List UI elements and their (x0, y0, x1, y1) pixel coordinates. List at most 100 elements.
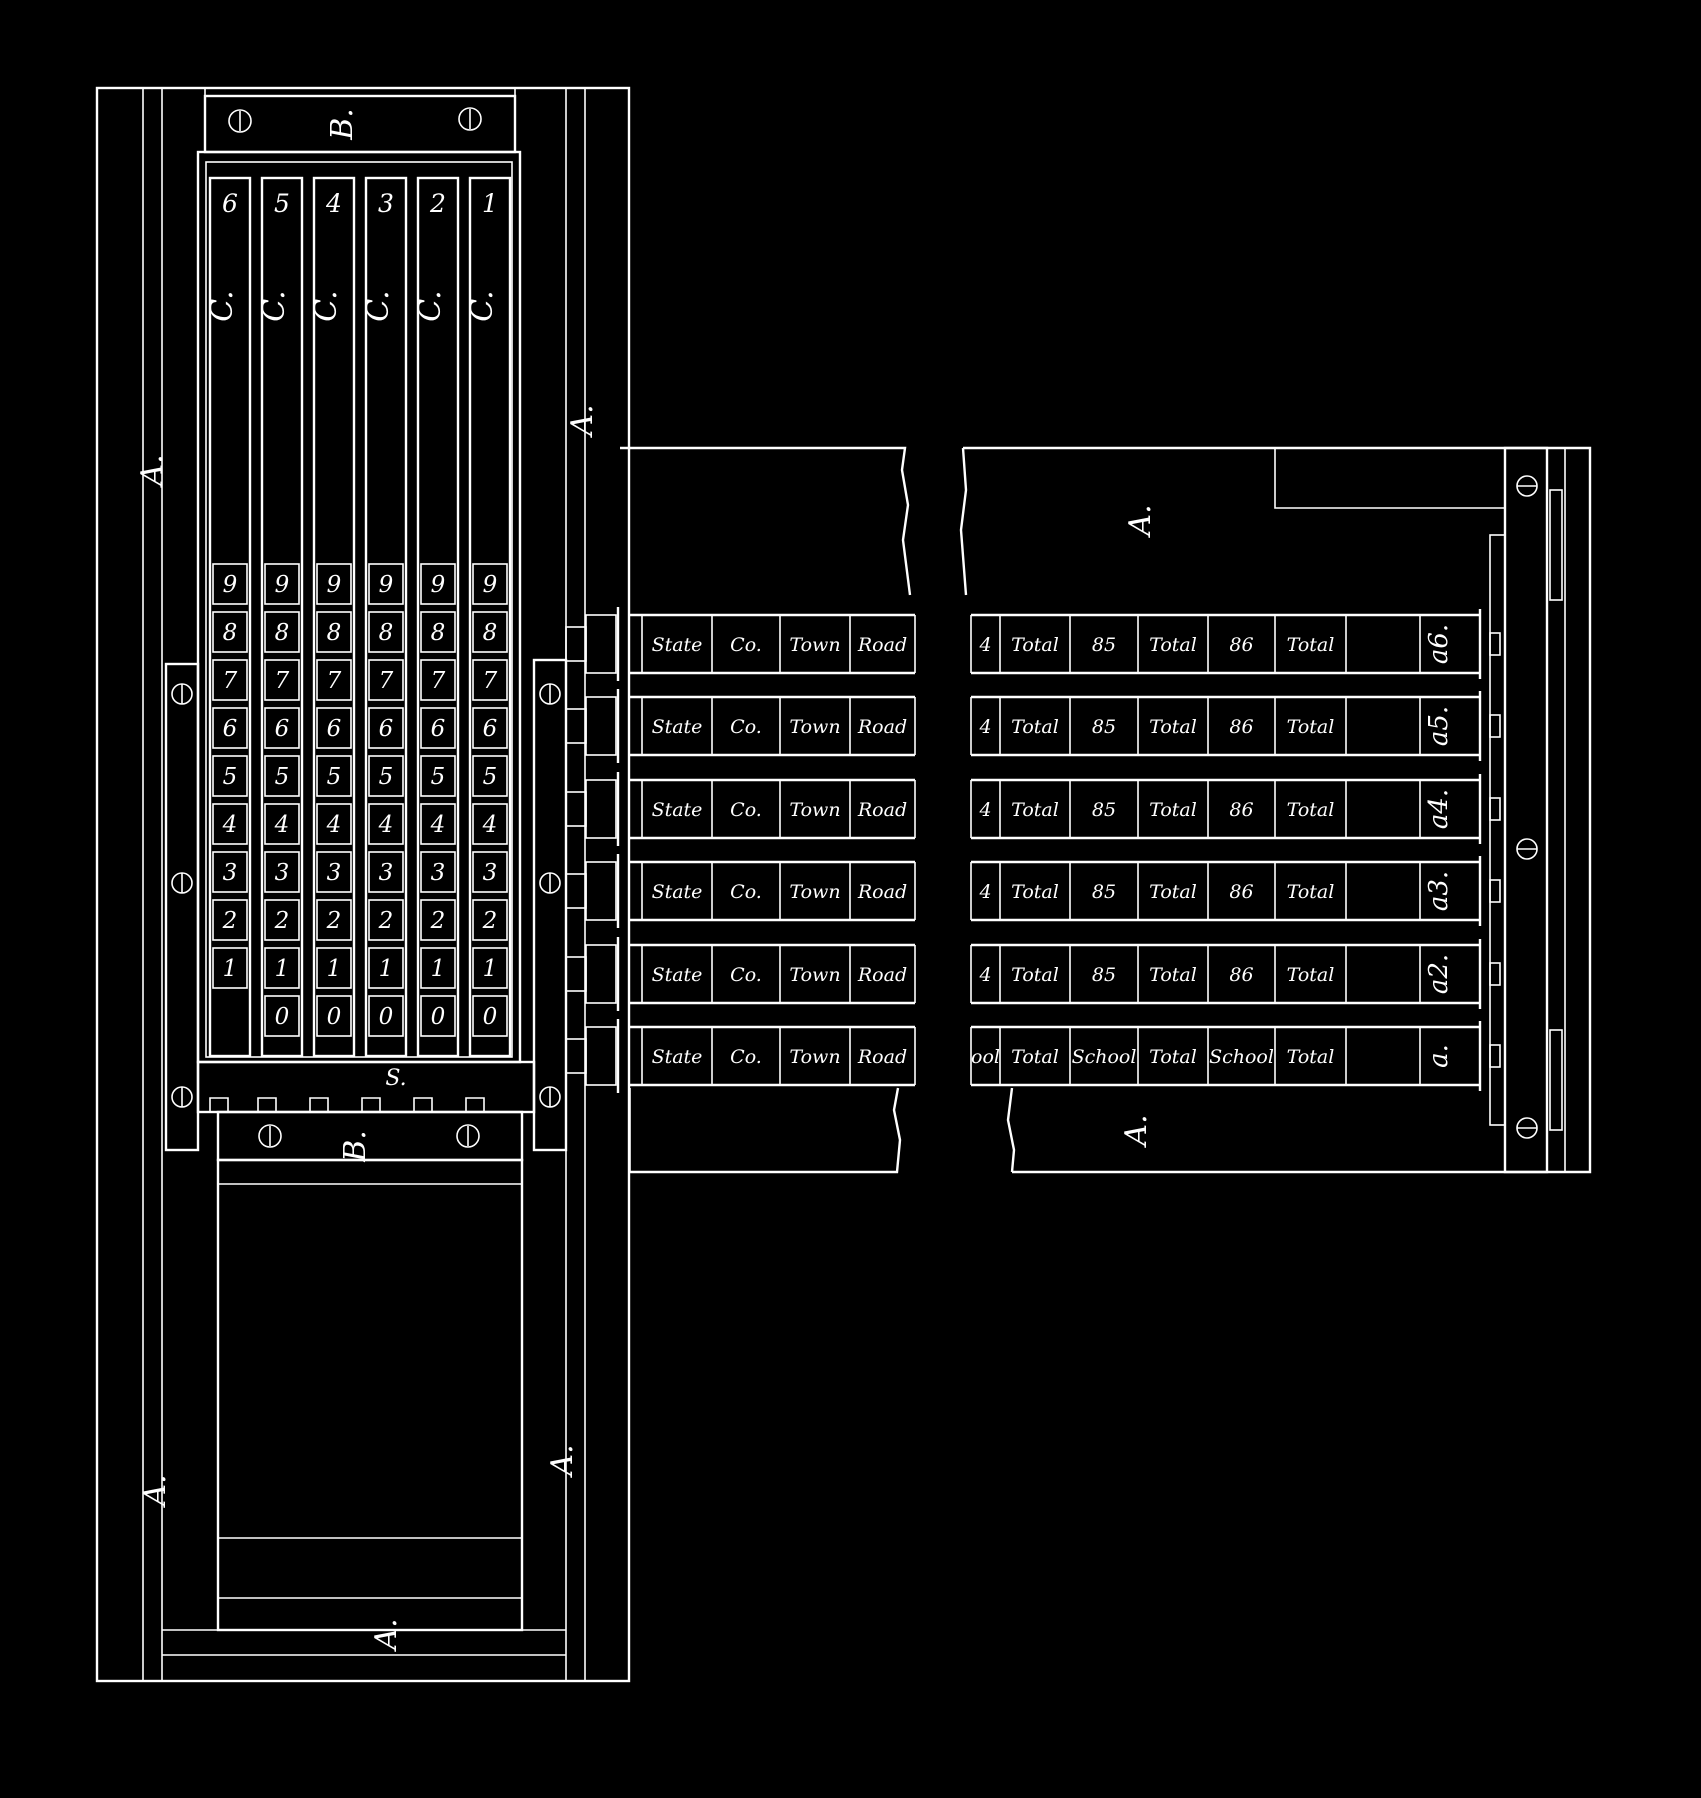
card-edge (971, 695, 1480, 757)
card-edge (628, 943, 915, 1005)
card-cell: 85 (1092, 634, 1116, 656)
digit-label: 3 (483, 860, 498, 886)
card-cell: Total (1011, 634, 1059, 656)
digit-window (368, 899, 404, 941)
card-cell: Total (1287, 799, 1335, 821)
card-cell: Total (1149, 1046, 1197, 1068)
digit-label: 6 (327, 716, 342, 742)
row-connector (585, 779, 617, 839)
digit-window (316, 995, 352, 1037)
card-cell: Town (789, 716, 840, 738)
digit-label: 1 (379, 956, 394, 982)
digit-window (316, 707, 352, 749)
card-cell: Co. (730, 634, 762, 656)
card-cell: 86 (1229, 634, 1253, 656)
slide-label-c: C. (465, 290, 500, 321)
digit-label: 2 (326, 908, 342, 934)
digit-label: 5 (379, 764, 394, 790)
row-connector (585, 944, 617, 1004)
digit-window (264, 707, 300, 749)
row-knob (565, 873, 587, 909)
digit-label: 3 (223, 860, 238, 886)
row-connector (585, 614, 617, 674)
card-cell: Road (857, 1046, 907, 1068)
digit-window (420, 707, 456, 749)
digit-label: 7 (275, 668, 290, 694)
digit-label: 2 (430, 908, 446, 934)
slide-number: 6 (222, 189, 238, 218)
digit-label: 7 (431, 668, 446, 694)
label-a-plate: A. (369, 1618, 404, 1652)
digit-label: 0 (379, 1004, 394, 1030)
card-cell: Total (1287, 1046, 1335, 1068)
card-cell: School (1209, 1046, 1274, 1068)
digit-window (368, 611, 404, 653)
digit-label: 9 (275, 572, 290, 598)
digit-label: 1 (223, 956, 238, 982)
card-cell: Total (1149, 716, 1197, 738)
right-side-bar (532, 658, 568, 1152)
digit-window (212, 803, 248, 845)
card-cell: 4 (978, 964, 991, 986)
digit-window (472, 755, 508, 797)
left-side-bar (164, 662, 200, 1152)
digit-label: 0 (327, 1004, 342, 1030)
label-a-right-bottom: A. (1119, 1114, 1154, 1148)
digit-label: 5 (275, 764, 290, 790)
card-cell: 85 (1092, 716, 1116, 738)
card-cell: 85 (1092, 964, 1116, 986)
digit-label: 0 (275, 1004, 290, 1030)
card-edge (971, 1025, 1480, 1087)
digit-window (264, 947, 300, 989)
label-a-right-top: A. (1123, 504, 1158, 538)
digit-window (420, 611, 456, 653)
digit-label: 7 (483, 668, 498, 694)
digit-label: 5 (223, 764, 238, 790)
card-cell: State (652, 634, 703, 656)
card-cell: Total (1011, 881, 1059, 903)
digit-window (368, 803, 404, 845)
digit-label: 3 (431, 860, 446, 886)
digit-window (212, 707, 248, 749)
reference-labels: A. A. B. B. S. A. A. A. A. A. (135, 108, 1158, 1652)
row-mark: a3. (1424, 871, 1454, 911)
digit-window (472, 707, 508, 749)
card-cell: Co. (730, 1046, 762, 1068)
digit-window (368, 659, 404, 701)
digit-window (316, 851, 352, 893)
digit-label: 9 (379, 572, 394, 598)
digit-window (472, 851, 508, 893)
slide-body (416, 176, 460, 1058)
card-edge (971, 778, 1480, 840)
card-cell: Co. (730, 799, 762, 821)
digit-window (472, 995, 508, 1037)
digit-window (420, 563, 456, 605)
digit-label: 5 (327, 764, 342, 790)
digit-label: 1 (431, 956, 446, 982)
card-cell: 85 (1092, 799, 1116, 821)
card-edge (628, 695, 915, 757)
slide-label-c: C. (413, 290, 448, 321)
row-clip (1489, 714, 1501, 738)
card-edge (971, 613, 1480, 675)
top-b-bar (203, 94, 517, 154)
digit-label: 2 (274, 908, 290, 934)
card-edge (628, 860, 915, 922)
digit-window (264, 563, 300, 605)
digit-label: 2 (482, 908, 498, 934)
digit-window (420, 995, 456, 1037)
digit-label: 9 (327, 572, 342, 598)
card-cell: 86 (1229, 881, 1253, 903)
card-cell: Town (789, 1046, 840, 1068)
digit-window (264, 659, 300, 701)
digit-window (368, 755, 404, 797)
card-cell: Road (857, 716, 907, 738)
card-cell: Total (1011, 799, 1059, 821)
slide-number: 2 (429, 189, 446, 218)
